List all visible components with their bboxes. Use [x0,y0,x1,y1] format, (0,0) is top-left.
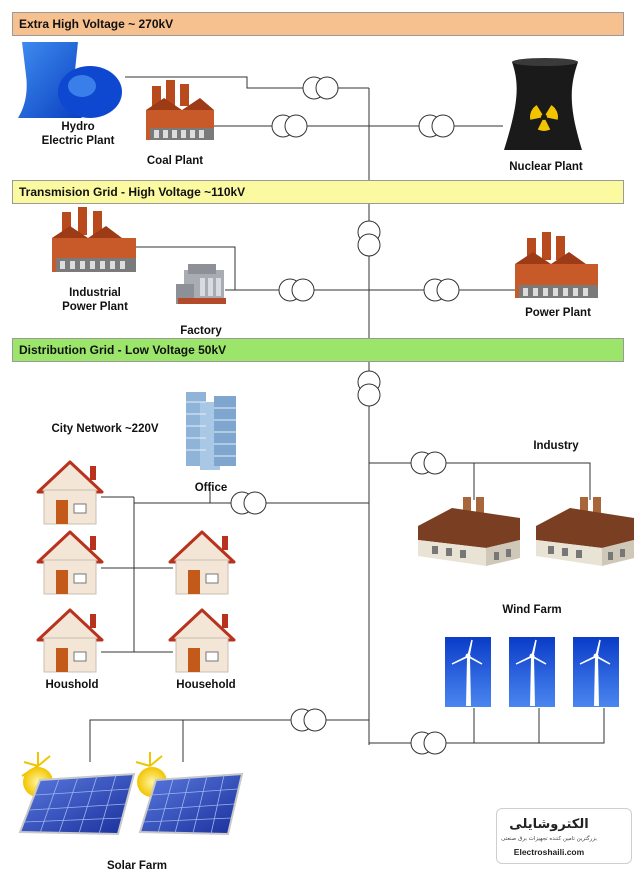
transformers [230,76,460,755]
logo-subtitle: بزرگترین تامین کننده تجهیزات برق صنعتی [501,836,597,842]
wind-turbine-icon-1 [445,637,491,707]
factory-icon [176,264,226,304]
transformer-industry-icon [410,451,447,475]
factory-label: Factory [180,325,222,337]
houshold-label: Houshold [45,679,99,691]
transformer-city-icon [230,491,267,515]
wind-turbine-icon-3 [573,637,619,707]
electroshaili-logo: الکتروشایلی بزرگترین تامین کننده تجهیزات… [496,808,632,864]
coal-plant-label: Coal Plant [146,155,204,167]
transformer-solar-icon [290,708,327,732]
transformer-nuclear-icon [418,114,455,138]
city-network-label: City Network ~220V [51,423,159,435]
transformer-industrial-icon [278,278,315,302]
logo-name: الکتروشایلی [509,817,589,832]
nuclear-plant-icon [504,58,582,150]
house-icon-4 [36,608,104,673]
transformer-transmission-icon [357,220,381,257]
industrial-power-plant-icon [52,207,136,272]
solar-panel-icon-2 [135,752,244,836]
industrial-power-plant-label: Industrial Power Plant [62,287,128,313]
transformer-coal-icon [271,114,308,138]
hydro-plant-icon [18,42,122,118]
connection-lines [89,76,605,762]
extra-high-voltage-band: Extra High Voltage ~ 270kV [12,12,624,36]
power-plant-label: Power Plant [525,307,591,319]
transmission-grid-band: Transmision Grid - High Voltage ~110kV [12,180,624,204]
industry-building-icon-1 [418,497,520,566]
logo-url: Electroshaili.com [513,847,585,857]
transformer-distribution-icon [357,370,381,407]
house-icon-3 [168,530,236,595]
transformer-powerplant-icon [423,278,460,302]
house-icon-1 [36,460,104,525]
office-label: Office [194,482,228,494]
solar-farm-label: Solar Farm [106,860,168,872]
coal-plant-icon [146,80,214,140]
transformer-wind-icon [410,731,447,755]
transformer-hydro-icon [302,76,339,100]
office-icon [186,392,236,470]
wind-turbine-icon-2 [509,637,555,707]
house-icon-5 [168,608,236,673]
power-plant-icon [515,232,598,298]
household-label: Household [176,679,236,691]
hydro-plant-label: Hydro Electric Plant [41,121,115,147]
distribution-grid-band: Distribution Grid - Low Voltage 50kV [12,338,624,362]
industry-building-icon-2 [536,497,634,566]
industry-label: Industry [533,440,579,452]
solar-panel-icon-1 [18,752,136,836]
house-icon-2 [36,530,104,595]
nuclear-plant-label: Nuclear Plant [509,161,583,173]
wind-farm-label: Wind Farm [502,604,562,616]
